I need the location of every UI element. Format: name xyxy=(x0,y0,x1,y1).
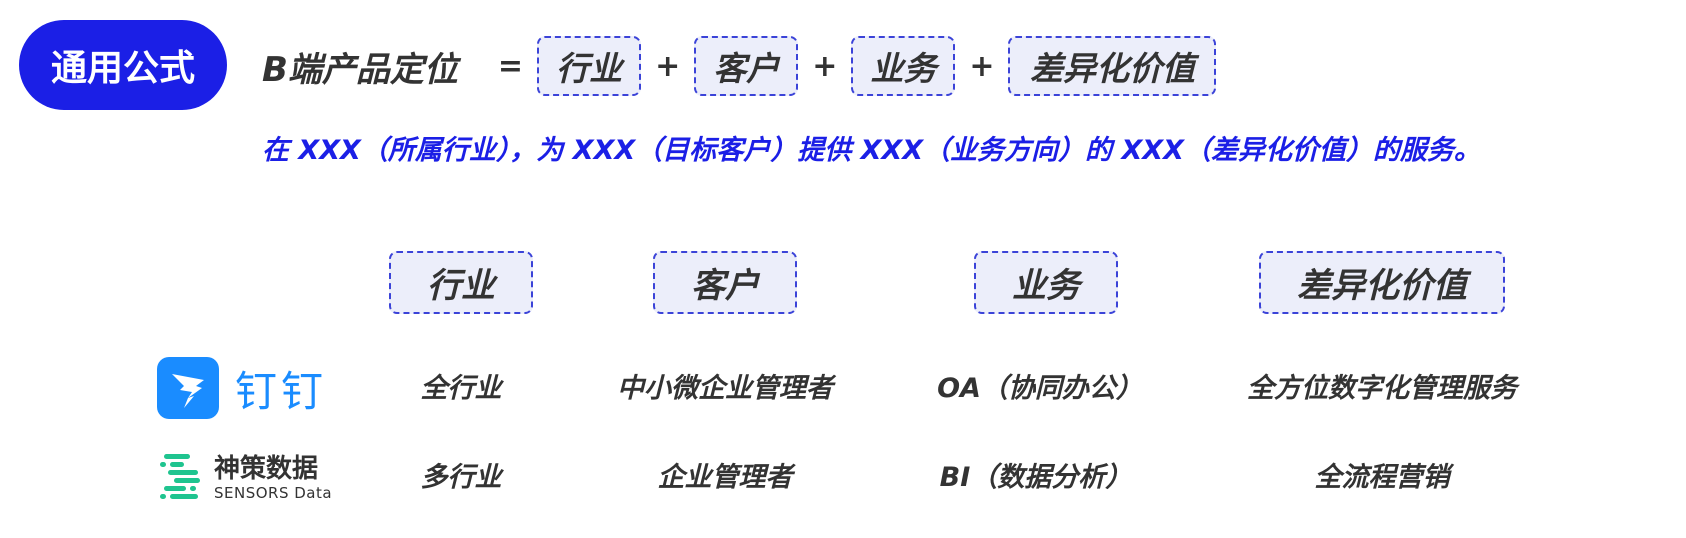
dingtalk-icon xyxy=(157,357,219,419)
equals-sign: = xyxy=(497,48,524,84)
column-header-customer: 客户 xyxy=(653,251,797,314)
sensors-data-icon xyxy=(160,454,200,499)
plus-sign: + xyxy=(969,48,995,84)
formula-term-customer: 客户 xyxy=(694,36,799,96)
formula-badge: 通用公式 xyxy=(19,20,227,110)
cell-dingtalk-differentiation: 全方位数字化管理服务 xyxy=(1247,373,1517,404)
plus-sign: + xyxy=(812,48,838,84)
cell-dingtalk-industry: 全行业 xyxy=(420,373,502,404)
sensors-data-name: 神策数据 xyxy=(214,454,319,484)
formula-sentence: 在 XXX（所属行业），为 XXX（目标客户）提供 XXX（业务方向）的 XXX… xyxy=(262,135,1481,166)
formula-term-industry: 行业 xyxy=(537,36,642,96)
sensors-data-logo: 神策数据 SENSORS Data xyxy=(160,452,332,504)
formula-term-differentiation: 差异化价值 xyxy=(1008,36,1217,96)
dingtalk-logo: 钉钉 xyxy=(157,357,327,419)
column-header-differentiation: 差异化价值 xyxy=(1259,251,1505,314)
formula-lhs: B端产品定位 xyxy=(262,49,458,90)
column-header-industry: 行业 xyxy=(389,251,533,314)
cell-sensors-differentiation: 全流程营销 xyxy=(1314,462,1450,493)
cell-dingtalk-customer: 中小微企业管理者 xyxy=(617,373,833,404)
sensors-data-subtitle: SENSORS Data xyxy=(214,484,333,502)
dingtalk-name: 钉钉 xyxy=(235,366,328,416)
formula-term-business: 业务 xyxy=(851,36,956,96)
cell-dingtalk-business: OA（协同办公） xyxy=(937,373,1143,404)
cell-sensors-industry: 多行业 xyxy=(420,462,502,493)
plus-sign: + xyxy=(655,48,681,84)
column-header-business: 业务 xyxy=(974,251,1118,314)
formula-row: B端产品定位 = 行业 + 客户 + 业务 + 差异化价值 xyxy=(262,34,1217,98)
cell-sensors-customer: 企业管理者 xyxy=(657,462,793,493)
cell-sensors-business: BI（数据分析） xyxy=(939,462,1133,493)
